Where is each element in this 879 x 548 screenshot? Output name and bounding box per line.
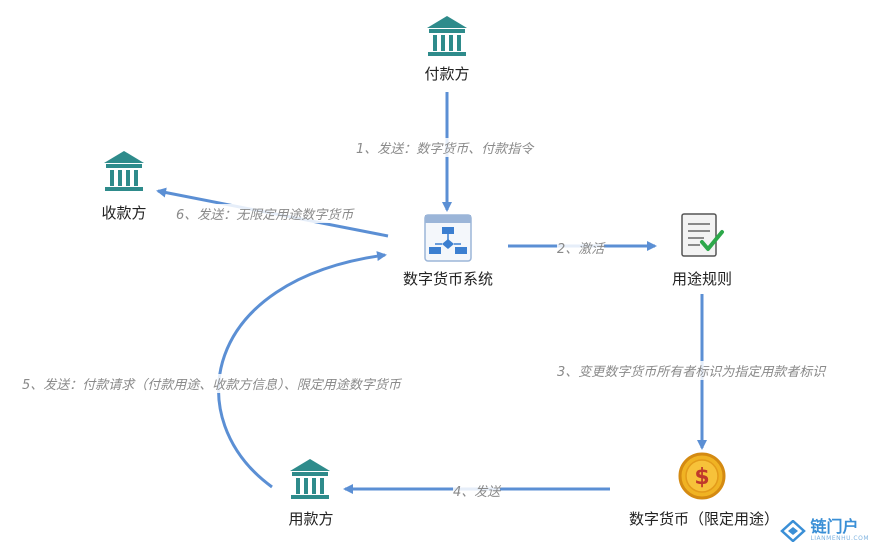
payee-bank-icon [104,151,144,191]
payer-bank-icon [427,16,467,56]
payee-label: 收款方 [101,204,147,222]
currency-label: 数字货币（限定用途） [628,510,780,528]
arrow-user-to-system [217,251,387,489]
edge-label-6: 6、发送：无限定用途数字货币 [176,204,354,223]
watermark-text: 链门户 [810,517,859,536]
system-flowchart-icon [424,214,472,262]
edge-label-5: 5、发送：付款请求（付款用途、收款方信息）、限定用途数字货币 [22,374,401,393]
svg-text:$: $ [694,465,709,490]
rules-document-icon [681,213,724,257]
payer-label: 付款方 [424,65,470,83]
edge-label-4: 4、发送 [453,481,501,500]
edge-label-2: 2、激活 [557,238,605,257]
watermark-logo: 链门户 LIANMENHU.COM [780,519,869,542]
rules-label: 用途规则 [671,270,733,288]
system-label: 数字货币系统 [402,270,494,288]
user-bank-icon [290,459,330,499]
edge-label-1: 1、发送：数字货币、付款指令 [356,138,534,157]
user-label: 用款方 [288,510,334,528]
watermark-subtext: LIANMENHU.COM [810,535,869,542]
edge-label-3: 3、变更数字货币所有者标识为指定用款者标识 [557,361,826,380]
diamond-logo-icon [780,519,807,542]
currency-coin-icon: $ [678,452,726,500]
